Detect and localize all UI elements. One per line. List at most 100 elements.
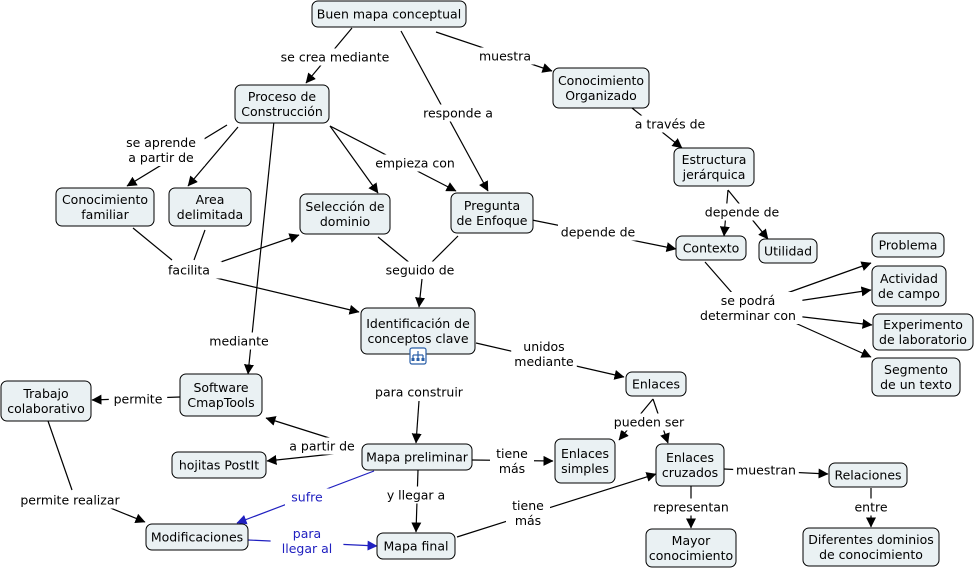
label-line: Utilidad xyxy=(764,244,812,259)
linking-phrase-muestra: muestra xyxy=(475,47,535,65)
linking-phrase-background xyxy=(108,390,168,408)
linking-phrase-background xyxy=(849,498,893,516)
connector-line xyxy=(132,227,173,261)
label-line: responde a xyxy=(423,106,493,121)
linking-phrases: se crea mediante muestra responde a a travé… xyxy=(8,47,893,557)
concept-problema[interactable]: Problema xyxy=(871,232,945,258)
label-line: Buen mapa conceptual xyxy=(317,7,461,22)
linking-phrase-background xyxy=(285,488,329,506)
linking-phrase-entre: entre xyxy=(849,498,893,516)
concept-buen-mapa[interactable]: Buen mapa conceptual xyxy=(311,0,467,28)
concept-enlaces[interactable]: Enlaces xyxy=(625,371,687,397)
connector-line xyxy=(411,400,422,444)
linking-phrase-background xyxy=(418,104,498,122)
label-line: hojitas PostIt xyxy=(179,458,259,473)
concept-utilidad[interactable]: Utilidad xyxy=(758,238,818,264)
label-line: depende de xyxy=(561,225,636,240)
linking-phrase-background xyxy=(278,437,366,455)
linking-phrase-background xyxy=(558,223,638,241)
label-line: Trabajo xyxy=(22,386,68,401)
connector-line xyxy=(329,125,379,194)
connector-line xyxy=(47,420,73,491)
concept-box xyxy=(299,193,391,235)
label-line: permite realizar xyxy=(20,493,120,508)
label-line: permite xyxy=(114,392,163,407)
concept-box xyxy=(55,187,155,227)
concept-hojitas[interactable]: hojitas PostIt xyxy=(171,451,267,479)
label-line: depende de xyxy=(705,205,780,220)
label-line: muestra xyxy=(479,49,531,64)
label-line: Problema xyxy=(879,238,938,253)
label-line: Actividad xyxy=(880,271,938,286)
concept-box xyxy=(625,371,687,397)
linking-phrase-background xyxy=(371,154,459,172)
linking-phrase-background xyxy=(364,383,474,401)
linking-phrase-background xyxy=(506,497,550,529)
concept-relaciones[interactable]: Relaciones xyxy=(828,462,908,488)
label-line: Estructura xyxy=(682,152,747,167)
connector-line xyxy=(211,276,360,315)
concept-box xyxy=(168,187,252,227)
concept-box xyxy=(179,373,263,417)
concept-mapa-prel[interactable]: Mapa preliminar xyxy=(361,443,473,471)
concept-contexto[interactable]: Contexto xyxy=(675,235,747,261)
linking-phrase-depende2: depende de xyxy=(558,223,638,241)
connector-line xyxy=(429,235,459,265)
label-line: cruzados xyxy=(662,465,718,480)
concept-box xyxy=(234,84,330,124)
linking-phrase-background xyxy=(273,48,397,66)
concept-mapa-final[interactable]: Mapa final xyxy=(376,532,456,560)
concept-box xyxy=(871,265,947,307)
concept-box xyxy=(552,67,650,109)
linking-phrase-background xyxy=(647,498,735,516)
concept-box xyxy=(311,0,467,28)
label-line: Mayor xyxy=(672,533,711,548)
label-line: se crea mediante xyxy=(281,50,390,65)
label-line: seguido de xyxy=(386,263,455,278)
label-line: entre xyxy=(854,500,887,515)
label-line: a través de xyxy=(635,117,706,132)
label-line: dominio xyxy=(320,214,370,229)
linking-phrase-background xyxy=(8,491,132,509)
label-line: para xyxy=(293,526,321,541)
linking-phrase-background xyxy=(733,461,799,479)
label-line: tiene xyxy=(496,446,528,461)
linking-phrase-background xyxy=(693,292,803,324)
concept-map-resource-icon[interactable] xyxy=(409,347,427,365)
connector-line xyxy=(786,261,872,294)
label-line: llegar al xyxy=(282,541,332,556)
label-line: Conocimiento xyxy=(558,73,644,88)
linking-phrase-permite: permite xyxy=(108,390,168,408)
label-line: a partir de xyxy=(289,439,355,454)
linking-phrase-background xyxy=(626,115,714,133)
linking-phrase-para-construir: para construir xyxy=(364,383,474,401)
label-line: de laboratorio xyxy=(879,332,967,347)
label-line: Enlaces xyxy=(561,446,609,461)
connector-line xyxy=(704,261,734,295)
concept-box xyxy=(450,192,534,234)
linking-phrase-background xyxy=(380,261,460,279)
linking-phrase-background xyxy=(609,413,689,431)
concept-modificaciones[interactable]: Modificaciones xyxy=(145,523,249,551)
label-line: Mapa final xyxy=(384,539,449,554)
